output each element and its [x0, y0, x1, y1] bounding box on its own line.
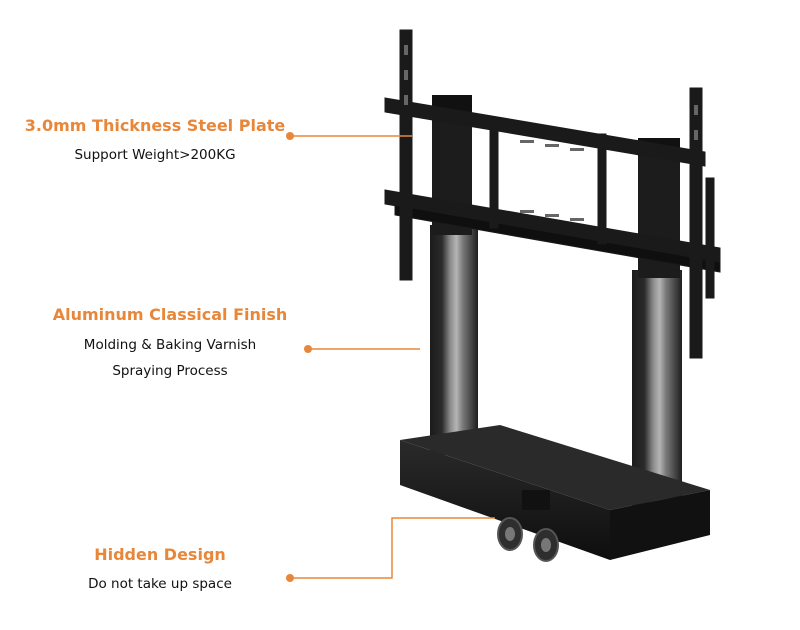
- feature-title: Aluminum Classical Finish: [52, 305, 288, 324]
- feature-hidden-design: Hidden Design Do not take up space: [50, 545, 270, 592]
- callout-dot: [286, 574, 294, 582]
- callout-leader-line: [290, 517, 495, 579]
- base-tray: [400, 425, 710, 560]
- caster-wheels: [497, 517, 559, 562]
- feature-description: Spraying Process: [112, 363, 228, 379]
- vesa-mount-frame: [384, 29, 721, 359]
- feature-aluminum-finish: Aluminum Classical Finish Molding & Baki…: [30, 305, 310, 379]
- feature-description: Do not take up space: [88, 576, 232, 592]
- feature-description: Molding & Baking Varnish: [83, 337, 257, 353]
- feature-title: Hidden Design: [94, 545, 226, 564]
- callout-dot: [286, 132, 294, 140]
- feature-description: Support Weight>200KG: [74, 147, 236, 163]
- feature-title: 3.0mm Thickness Steel Plate: [24, 116, 286, 135]
- callout-dot: [304, 345, 312, 353]
- feature-steel-plate: 3.0mm Thickness Steel Plate Support Weig…: [20, 116, 290, 163]
